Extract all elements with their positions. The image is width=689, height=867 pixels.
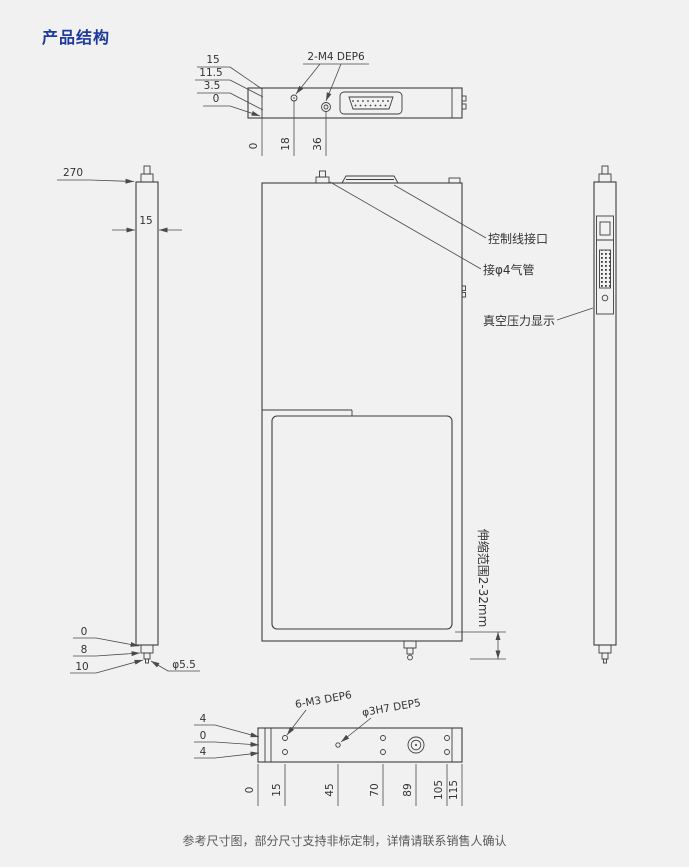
dim-label-b10: 10: [75, 661, 88, 673]
dim-label-0: 0: [213, 93, 220, 105]
dim-label-x18: 18: [280, 137, 292, 150]
dim-label-left-4b: 4: [200, 746, 207, 758]
dim-label-left-4a: 4: [200, 713, 207, 725]
m4-holes-label: 2-M4 DEP6: [307, 51, 365, 63]
pressure-display-panel: [596, 215, 614, 315]
bottom-view-dimensions: 6-M3 DEP6 φ3H7 DEP5 4 0 4 0 15 45 70 89 …: [194, 689, 463, 806]
dim-label-3-5: 3.5: [204, 80, 221, 92]
m3-holes-label: 6-M3 DEP6: [294, 689, 353, 711]
dim-label-15: 15: [206, 54, 219, 66]
dowel-hole: [335, 742, 341, 748]
m3-holes: [282, 735, 450, 755]
front-view-callouts: 控制线接口 接φ4气管 真空压力显示 伸缩范围2-32mm: [329, 181, 594, 660]
right-side-view: [593, 165, 617, 664]
dim-label-width-15: 15: [139, 215, 152, 227]
dim-label-bx115: 115: [448, 780, 460, 800]
dim-label-bx70: 70: [369, 783, 381, 796]
top-view-dimensions: 15 11.5 3.5 0 2-M4 DEP6 0 18 36: [195, 51, 369, 156]
right-edge-tab: [461, 285, 466, 291]
bottom-view: [257, 727, 463, 763]
dim-label-left-0: 0: [200, 730, 207, 742]
vacuum-display-label: 真空压力显示: [483, 314, 555, 328]
right-edge-tab: [461, 292, 466, 298]
dim-label-11-5: 11.5: [199, 67, 222, 79]
dim-label-bx45: 45: [324, 783, 336, 796]
top-view: [247, 87, 467, 119]
front-view: [261, 170, 466, 661]
dsub-connector-bump: [341, 175, 399, 184]
bottom-pin: [145, 658, 149, 664]
footer-note: 参考尺寸图，部分尺寸支持非标定制，详情请联系销售人确认: [182, 834, 507, 848]
air-fitting: [315, 170, 330, 184]
sliding-plate: [271, 415, 453, 630]
dsub-connector-top: [339, 91, 403, 115]
bottom-nipple: [403, 640, 417, 661]
top-right-tab: [448, 177, 461, 184]
dim-label-bx89: 89: [402, 783, 414, 796]
display-screen: [599, 249, 611, 289]
dowel-holes-label: φ3H7 DEP5: [361, 697, 421, 719]
stroke-range-label: 伸缩范围2-32mm: [476, 529, 491, 628]
display-led: [601, 294, 609, 302]
dim-label-b8: 8: [81, 644, 88, 656]
right-connector-tab: [461, 103, 467, 110]
dim-label-bx0: 0: [244, 787, 256, 794]
dim-label-pin-diameter: φ5.5: [172, 659, 196, 671]
air-fitting-top: [321, 102, 331, 112]
m4-hole: [290, 94, 298, 102]
dim-label-x0: 0: [248, 143, 260, 150]
dim-label-270: 270: [63, 167, 83, 179]
left-view-dimensions: 270 15 0 8 10 φ5.5: [57, 167, 200, 674]
display-button: [599, 221, 611, 236]
control-port-label: 控制线接口: [488, 231, 548, 246]
left-side-view: [135, 165, 159, 664]
vacuum-port: [407, 736, 425, 754]
dim-label-bx15: 15: [271, 783, 283, 796]
right-connector-tab: [461, 95, 467, 102]
dim-label-bx105: 105: [433, 780, 445, 800]
dim-label-b0: 0: [81, 626, 88, 638]
dim-label-x36: 36: [312, 137, 324, 151]
page-title: 产品结构: [42, 28, 111, 47]
air-tube-label: 接φ4气管: [483, 262, 535, 277]
